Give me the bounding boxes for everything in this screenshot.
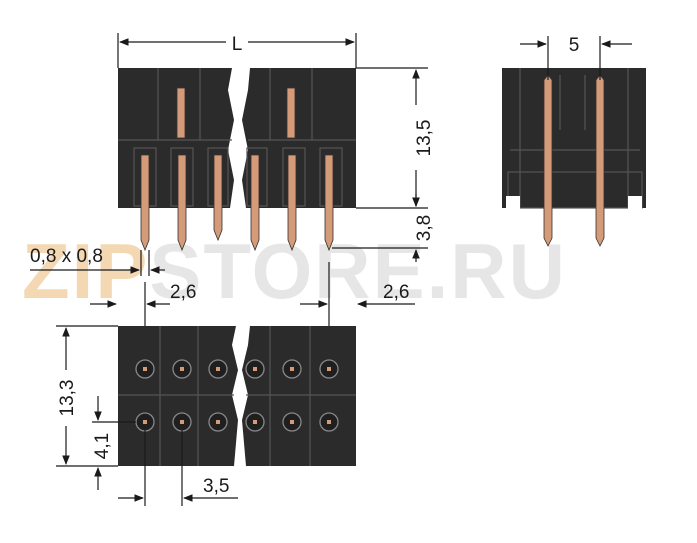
bottom-view — [118, 326, 356, 466]
front-pin-upper — [176, 87, 186, 139]
front-pin — [250, 154, 260, 252]
dim-pin-section — [30, 250, 165, 276]
front-pin — [287, 154, 297, 252]
dim-pitch-bottom — [118, 430, 238, 506]
watermark-prefix: ZIP — [22, 227, 149, 315]
side-view — [502, 68, 646, 247]
dim-pin-section-label: 0,8 x 0,8 — [30, 246, 103, 267]
front-view — [118, 68, 356, 252]
dim-edge-right-label: 2,6 — [383, 282, 409, 303]
dim-pitch-side — [520, 36, 632, 80]
watermark: ZIPSTORE.RU — [22, 227, 567, 315]
dim-length — [117, 33, 357, 68]
side-pin — [595, 74, 605, 247]
dim-depth — [56, 325, 118, 467]
front-pin — [324, 154, 334, 252]
dim-depth-label: 13,3 — [57, 380, 78, 417]
dim-pin-length — [332, 194, 428, 262]
side-body — [502, 68, 646, 208]
bottom-body-left — [118, 326, 238, 466]
dim-length-label: L — [232, 34, 243, 55]
svg-text:ZIPSTORE.RU: ZIPSTORE.RU — [22, 227, 567, 315]
dim-row-offset-label: 4,1 — [92, 433, 113, 459]
dim-pitch-bottom-label: 3,5 — [203, 476, 229, 497]
front-pin — [140, 154, 150, 252]
dim-pin-length-label: 3,8 — [414, 215, 435, 241]
dim-row-offset — [92, 396, 136, 490]
bottom-body-right — [242, 326, 356, 466]
front-pin — [177, 154, 187, 252]
dim-edge — [90, 262, 415, 330]
side-pin — [543, 74, 553, 247]
dim-edge-left-label: 2,6 — [170, 282, 196, 303]
front-pin-upper — [286, 87, 296, 139]
dim-pitch-side-label: 5 — [569, 35, 580, 56]
dim-height — [356, 67, 428, 209]
dim-height-label: 13,5 — [414, 120, 435, 157]
front-pin — [213, 154, 223, 242]
watermark-suffix: STORE.RU — [149, 227, 567, 315]
